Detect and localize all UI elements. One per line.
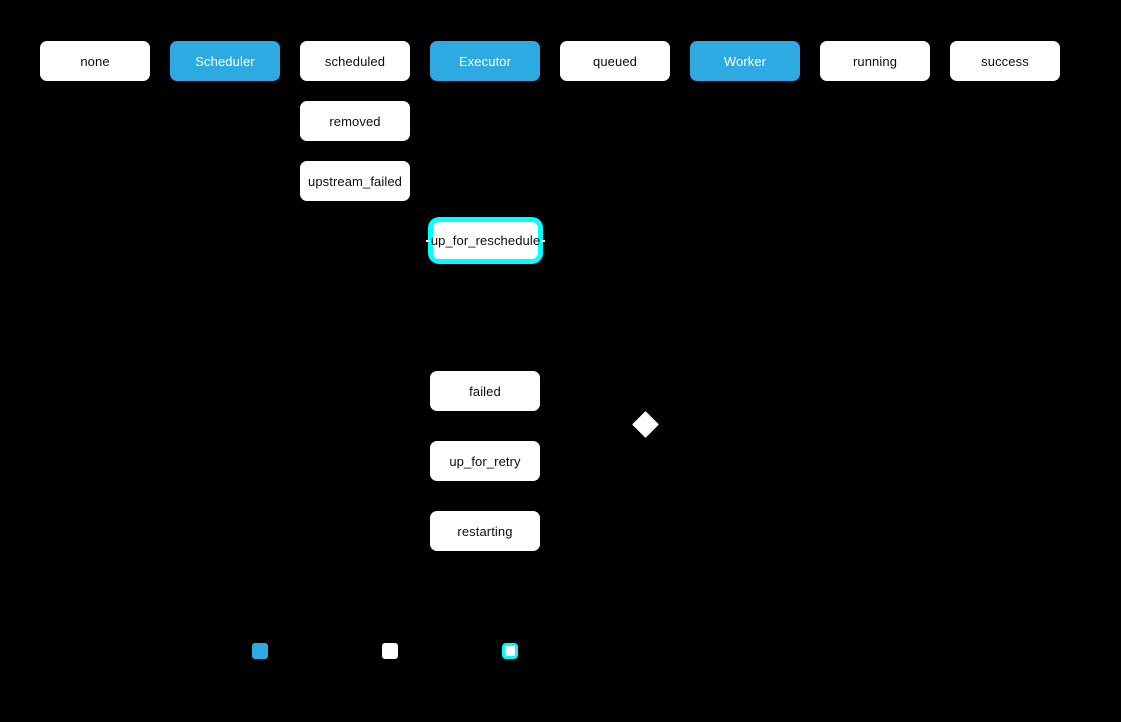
node-upstream_failed[interactable]: upstream_failed [300, 161, 410, 201]
node-up_for_reschedule[interactable]: up_for_reschedule [426, 219, 545, 262]
edge-connector-right [541, 239, 545, 242]
node-failed[interactable]: failed [430, 371, 540, 411]
node-running[interactable]: running [820, 41, 930, 81]
node-queued[interactable]: queued [560, 41, 670, 81]
legend-swatch-actor [252, 643, 268, 659]
node-restarting[interactable]: restarting [430, 511, 540, 551]
node-none[interactable]: none [40, 41, 150, 81]
node-scheduler[interactable]: Scheduler [170, 41, 280, 81]
node-scheduled[interactable]: scheduled [300, 41, 410, 81]
node-worker[interactable]: Worker [690, 41, 800, 81]
node-up_for_retry[interactable]: up_for_retry [430, 441, 540, 481]
legend-swatch-highlight [502, 643, 518, 659]
legend-swatch-state [382, 643, 398, 659]
edge-connector-left [426, 239, 430, 242]
node-removed[interactable]: removed [300, 101, 410, 141]
diamond-marker-icon [632, 411, 659, 438]
node-executor[interactable]: Executor [430, 41, 540, 81]
node-success[interactable]: success [950, 41, 1060, 81]
